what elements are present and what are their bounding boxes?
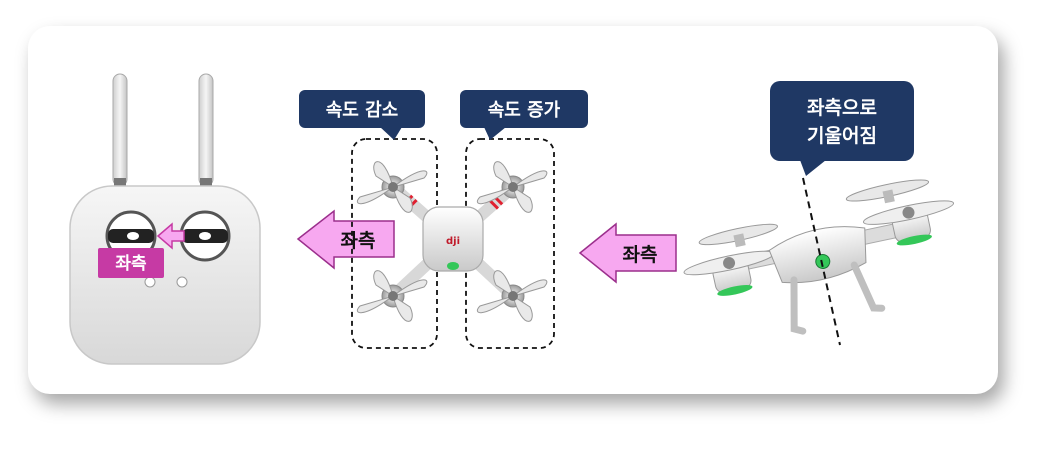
tilt-left-label-line1: 좌측으로 [807, 97, 877, 119]
controller-button[interactable] [176, 276, 188, 288]
callout-tilt-left: 좌측으로 기울어짐 [770, 81, 914, 176]
tilt-left-label-line2: 기울어짐 [807, 125, 877, 147]
remote-controller: 좌측 [69, 73, 261, 365]
speed-decrease-label: 속도 감소 [326, 100, 399, 121]
callout-speed-decrease: 속도 감소 [299, 90, 425, 140]
controller-button[interactable] [144, 276, 156, 288]
right-arrow: 좌측 [578, 222, 677, 284]
stick-label-badge: 좌측 [98, 248, 164, 278]
callout-speed-increase: 속도 증가 [460, 90, 588, 140]
quadcopter-top-view: dji [351, 138, 555, 349]
right-stick[interactable] [179, 210, 231, 262]
right-rotor-group [465, 138, 555, 349]
rotor-rear-right [476, 270, 548, 322]
speed-increase-label: 속도 증가 [488, 100, 561, 121]
tilted-drone-side-view [683, 177, 955, 346]
left-arrow: 좌측 [296, 209, 395, 270]
rotor-front-left [356, 161, 428, 213]
stick-label: 좌측 [115, 254, 147, 274]
tilt-axis-line [802, 177, 841, 346]
antenna-right [198, 73, 214, 190]
antenna-left [112, 73, 128, 190]
rotor-rear-left [356, 270, 428, 322]
rotor-front-right [476, 161, 548, 213]
left-arrow-label: 좌측 [341, 230, 376, 252]
right-arrow-label: 좌측 [623, 244, 658, 266]
stick-direction-arrow [156, 222, 185, 250]
svg-text:dji: dji [446, 236, 460, 247]
